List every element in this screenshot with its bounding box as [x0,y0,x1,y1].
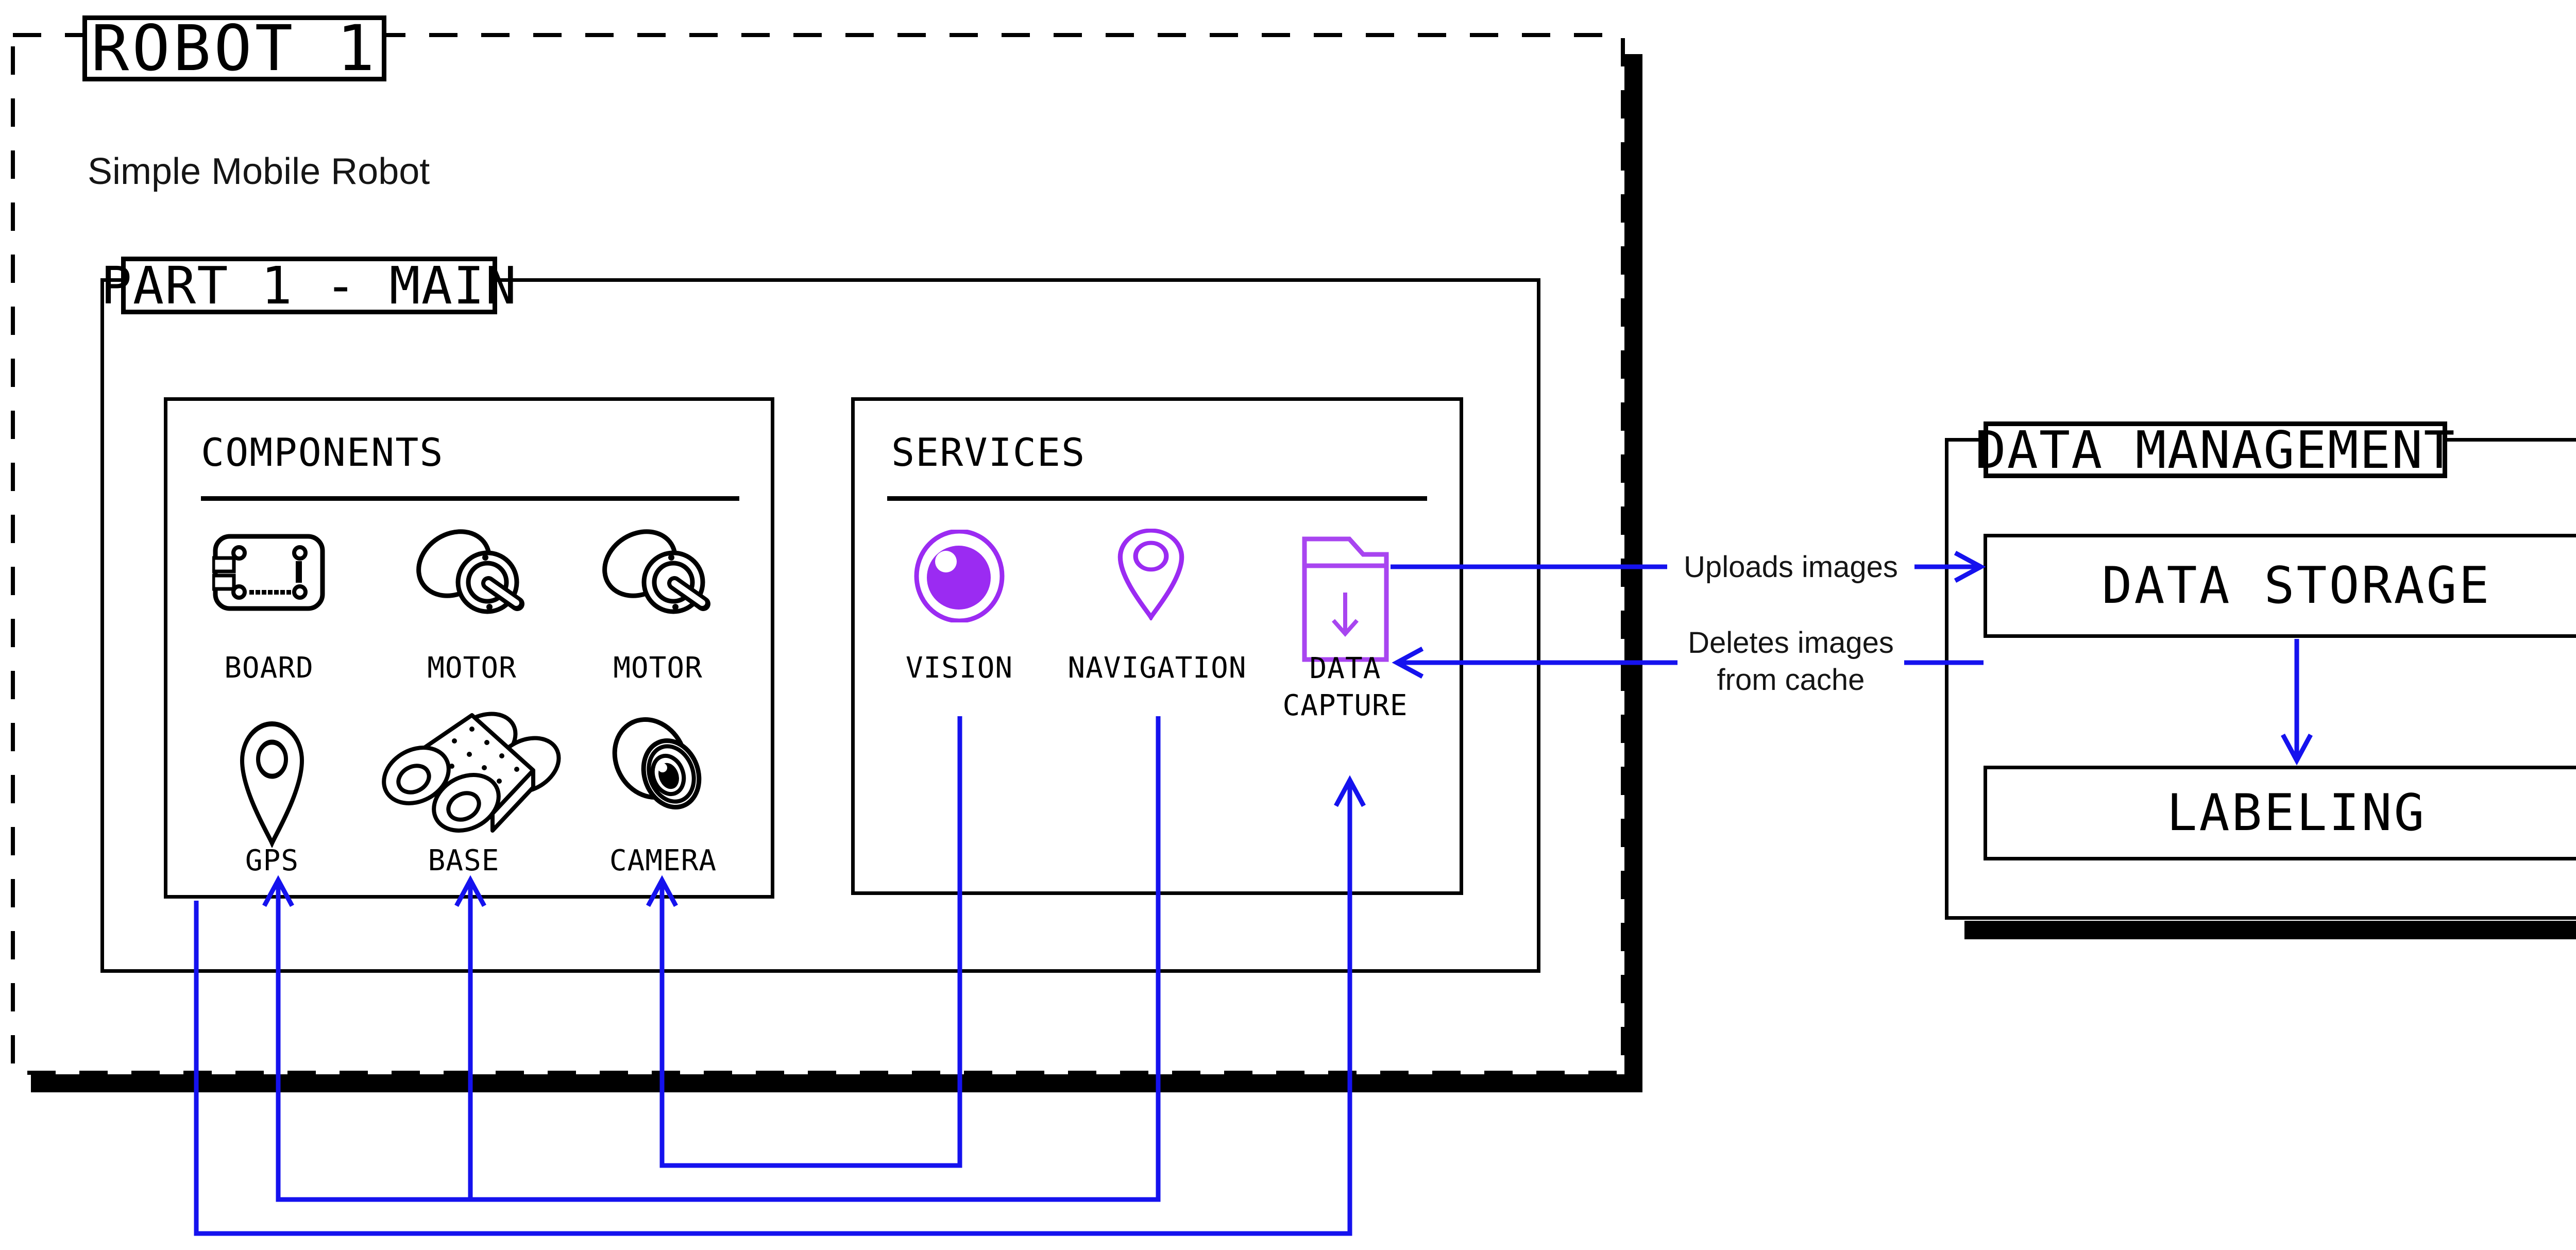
dm-title: DATA MANAGEMENT [1975,419,2456,480]
part1-title-box: PART 1 - MAIN [101,256,517,316]
labeling-label: LABELING [2166,784,2427,842]
nav-pin-icon [1117,529,1184,620]
services-title: SERVICES [891,430,1086,475]
dm-shadow-bottom [1964,921,2576,939]
dm-title-box: DATA MANAGEMENT [1975,420,2454,480]
labeling-node: LABELING [1984,766,2576,860]
motor-icon [416,529,524,614]
circuit-board-icon [212,534,325,611]
camera-lens-icon [612,717,702,810]
components-title-rule [201,496,739,501]
services-title-rule [887,496,1427,501]
robot-frame-shadow-right [1624,54,1642,1092]
deletes-edge-label: Deletes images from cache [1677,624,1904,699]
uploads-edge-label: Uploads images [1667,547,1914,587]
robot-subtitle: Simple Mobile Robot [88,151,430,192]
map-pin-icon [240,721,304,848]
motor-icon [602,529,710,614]
component-label: MOTOR [613,651,703,685]
folder-download-icon [1302,536,1389,662]
service-label: DATA CAPTURE [1282,652,1408,722]
component-label: BOARD [224,651,314,685]
component-label: MOTOR [427,651,517,685]
component-label: BASE [428,844,500,877]
service-label: NAVIGATION [1067,651,1247,685]
components-title: COMPONENTS [201,430,444,475]
robot-title: ROBOT 1 [91,12,378,85]
component-label: CAMERA [609,844,717,877]
data-storage-label: DATA STORAGE [2102,556,2492,615]
robot-title-box: ROBOT 1 [82,12,386,85]
eye-icon [914,530,1005,622]
robot-frame-shadow-bottom [31,1074,1642,1092]
part1-title: PART 1 - MAIN [100,255,518,316]
service-label: VISION [905,651,1013,685]
data-storage-node: DATA STORAGE [1984,534,2576,638]
component-label: GPS [245,844,299,877]
